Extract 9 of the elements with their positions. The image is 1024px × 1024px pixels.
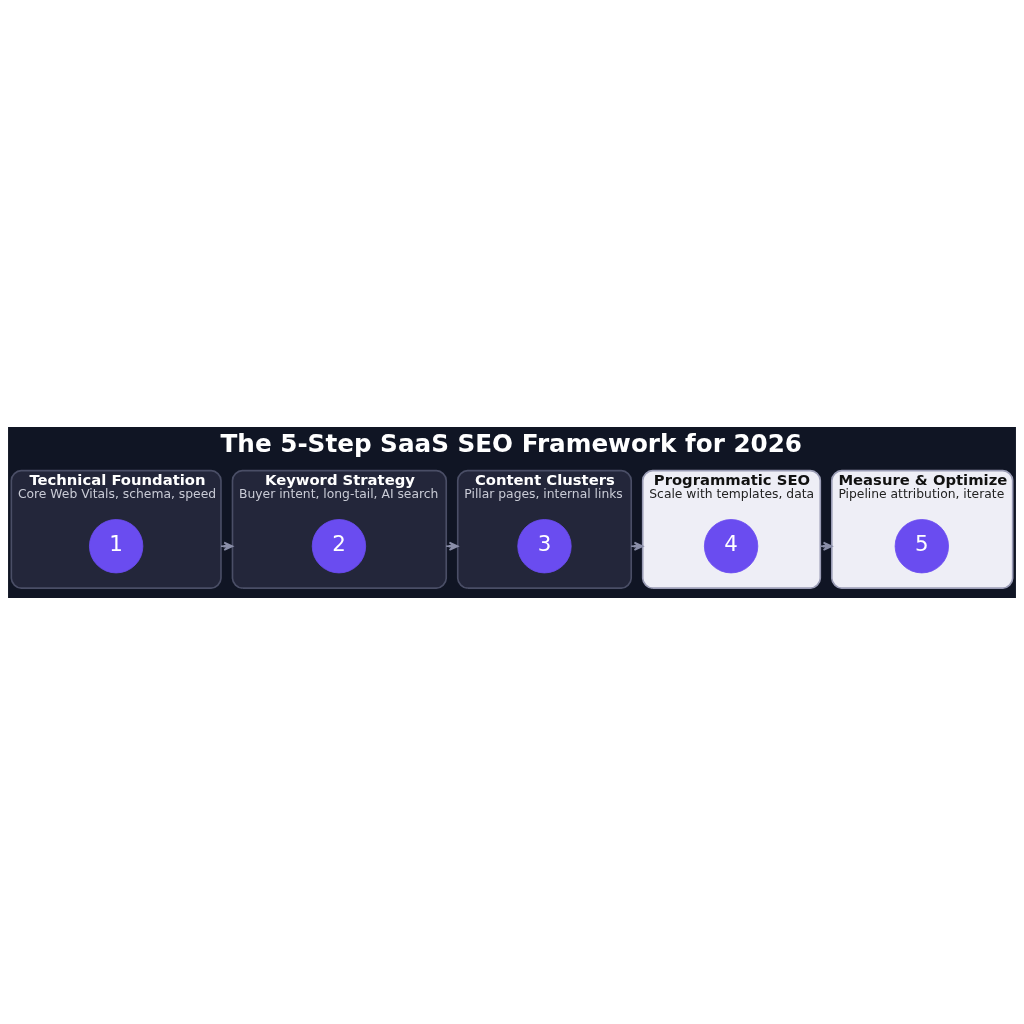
node-circle: 3 — [517, 518, 572, 573]
diagram-title: The 5-Step SaaS SEO Framework for 2026 — [220, 428, 803, 458]
node-circle: 1 — [89, 518, 144, 573]
node-circle: 2 — [311, 518, 367, 573]
arrow — [819, 541, 833, 551]
node-circle: 4 — [703, 518, 759, 573]
arrow — [445, 541, 459, 551]
node-circle: 5 — [894, 518, 949, 573]
arrow — [630, 541, 644, 551]
